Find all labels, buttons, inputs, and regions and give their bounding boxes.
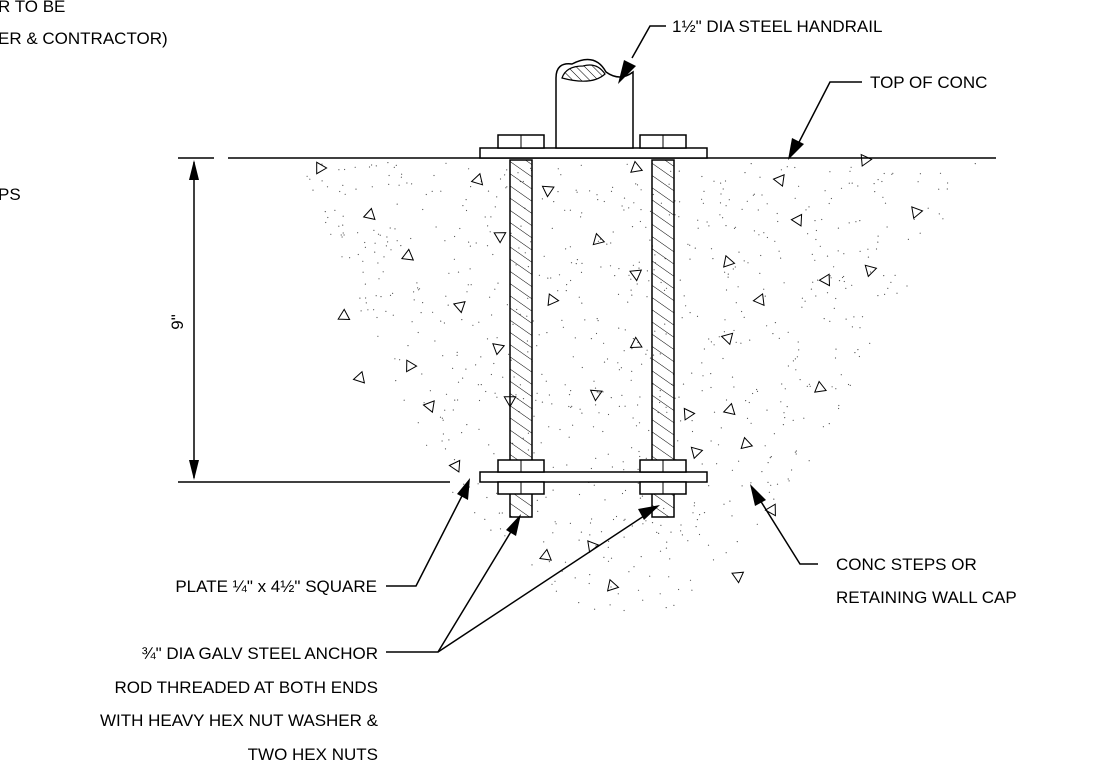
anchor-label-1: ¾" DIA GALV STEEL ANCHOR: [141, 644, 378, 663]
dimension-9-inch: [189, 160, 199, 480]
conc-steps-label-2: RETAINING WALL CAP: [836, 588, 1017, 607]
dimension-label: 9": [168, 314, 187, 330]
partial-label-line-3: PS: [0, 185, 21, 204]
partial-label-line-1: R TO BE: [0, 0, 65, 16]
plate-label: PLATE ¼" x 4½" SQUARE: [175, 577, 377, 596]
concrete-aggregate-triangles: [316, 153, 924, 592]
anchor-label-4: TWO HEX NUTS: [248, 745, 378, 764]
handrail-pipe: [555, 58, 634, 149]
top-of-conc-leader: [788, 81, 862, 160]
bottom-plate: [479, 471, 708, 483]
anchor-rod-right: [651, 159, 675, 518]
plate-leader: [386, 478, 470, 587]
partial-label-line-2: ER & CONTRACTOR): [0, 29, 168, 48]
handrail-leader: [618, 25, 666, 84]
top-base-plate: [479, 147, 708, 159]
anchor-leader: [386, 505, 660, 653]
concrete-stipple: [306, 162, 976, 612]
anchor-label-3: WITH HEAVY HEX NUT WASHER &: [100, 711, 379, 730]
conc-steps-label-1: CONC STEPS OR: [836, 555, 977, 574]
conc-steps-leader: [750, 484, 818, 565]
anchor-rod-left: [509, 159, 533, 518]
anchor-label-2: ROD THREADED AT BOTH ENDS: [114, 678, 378, 697]
handrail-label: 1½" DIA STEEL HANDRAIL: [672, 17, 882, 36]
top-of-conc-label: TOP OF CONC: [870, 73, 987, 92]
